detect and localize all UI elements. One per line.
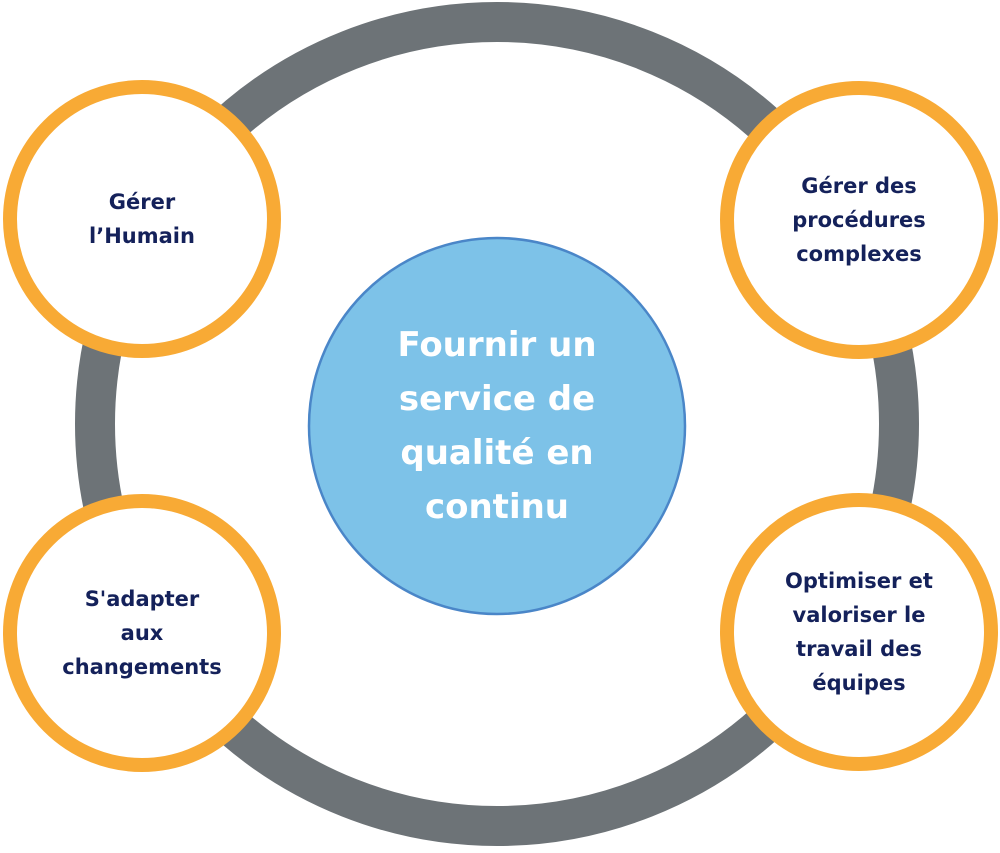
node-label-bottom-right: Optimiser et valoriser le travail des éq… <box>785 569 933 695</box>
outer-ring <box>75 2 919 846</box>
node-label-bottom-left: S'adapter aux changements <box>62 587 222 679</box>
node-circle-bottom-right <box>720 493 998 771</box>
node-circle-bottom-left <box>3 494 281 772</box>
node-circle-top-right <box>720 81 998 359</box>
node-label-top-left: Gérer l’Humain <box>89 190 195 248</box>
center-label: Fournir un service de qualité en continu <box>397 325 597 527</box>
node-label-top-right: Gérer des procédures complexes <box>792 174 926 266</box>
center-circle <box>307 236 687 616</box>
node-circle-top-left <box>3 80 281 358</box>
